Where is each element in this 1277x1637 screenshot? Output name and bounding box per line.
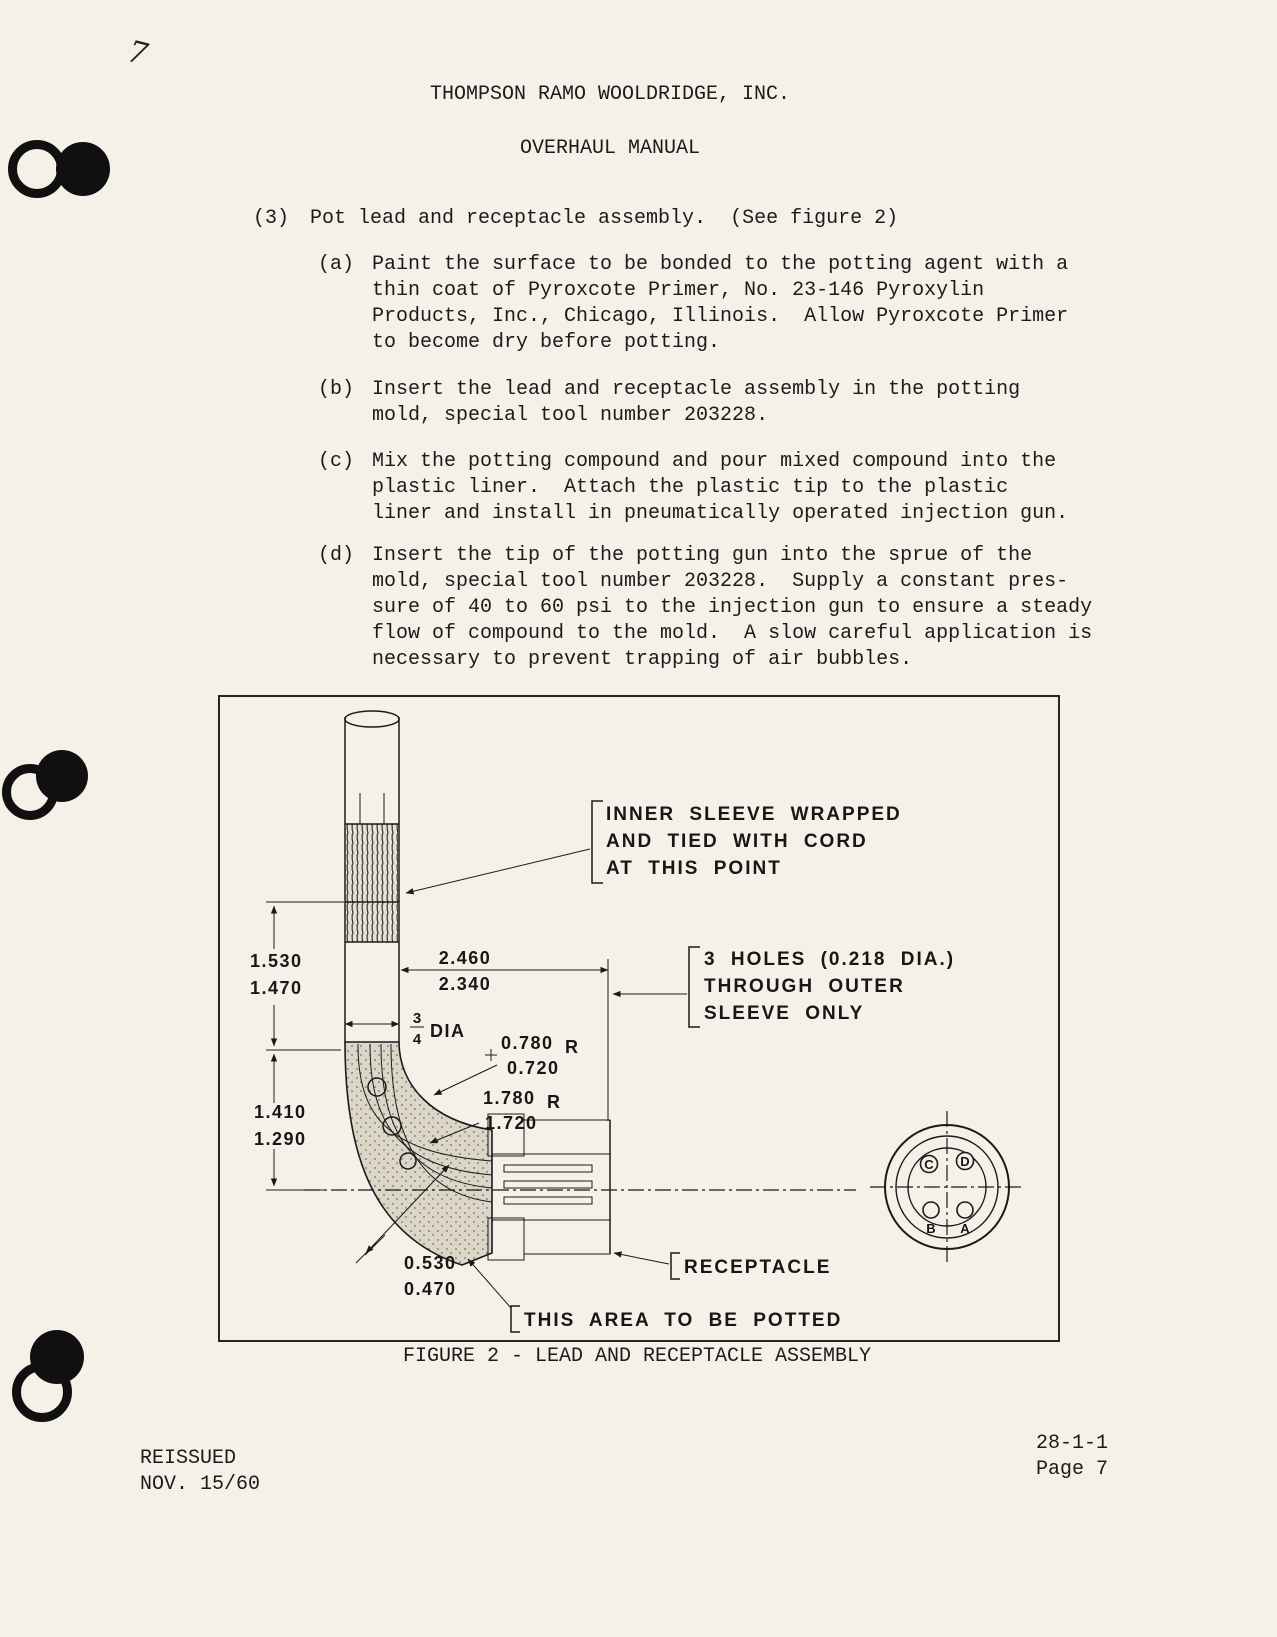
footer-page-number: 28-1-1 Page 7 bbox=[1036, 1432, 1109, 1481]
step-b-text: Insert the lead and receptacle assembly … bbox=[372, 378, 1021, 427]
section-title: Pot lead and receptacle assembly. (See f… bbox=[310, 207, 899, 230]
connector-face-view: C D B A bbox=[870, 1111, 1024, 1263]
figure-2-frame: C D B A 1.530 1.470 1.410 1.290 bbox=[218, 695, 1060, 1342]
pin-d-label: D bbox=[960, 1154, 969, 1169]
step-a-text: Paint the surface to be bonded to the po… bbox=[372, 253, 1069, 354]
pin-b-label: B bbox=[926, 1221, 935, 1236]
step-d-label: (d) bbox=[318, 544, 355, 567]
dim-1470: 1.470 bbox=[250, 978, 303, 998]
dim-2460: 2.460 bbox=[439, 948, 492, 968]
dim-0720: 0.720 bbox=[507, 1058, 560, 1078]
pin-c-hole bbox=[919, 1154, 939, 1174]
dim-1780-r: R bbox=[547, 1092, 562, 1112]
section-number: (3) bbox=[253, 207, 290, 230]
dim-left-lower: 1.410 1.290 bbox=[254, 1053, 324, 1191]
callout-receptacle: RECEPTACLE bbox=[613, 1251, 831, 1280]
contact-pin-1 bbox=[503, 1164, 593, 1173]
potted-area-label: THIS AREA TO BE POTTED bbox=[524, 1310, 842, 1331]
dim-1290: 1.290 bbox=[254, 1129, 307, 1149]
manual-title: OVERHAUL MANUAL bbox=[519, 137, 701, 160]
dia-numerator: 3 bbox=[413, 1010, 421, 1027]
contact-pin-3 bbox=[503, 1196, 593, 1205]
dim-2340: 2.340 bbox=[439, 974, 492, 994]
step-c-label: (c) bbox=[318, 450, 355, 473]
shell-hatch-bottom bbox=[523, 1219, 611, 1255]
dim-1410: 1.410 bbox=[254, 1102, 307, 1122]
inner-sleeve-line1: INNER SLEEVE WRAPPED bbox=[606, 804, 902, 825]
receptacle-label: RECEPTACLE bbox=[684, 1257, 831, 1278]
ink-blob-1 bbox=[56, 142, 110, 196]
inner-sleeve-line3: AT THIS POINT bbox=[606, 858, 782, 879]
step-d-text: Insert the tip of the potting gun into t… bbox=[372, 544, 1093, 671]
dim-1780: 1.780 bbox=[483, 1088, 536, 1108]
sleeve-hole-2 bbox=[382, 1116, 402, 1136]
pin-c-label: C bbox=[924, 1157, 934, 1172]
binder-hole-smudge-3 bbox=[12, 1362, 72, 1422]
pin-a-hole bbox=[956, 1201, 974, 1219]
dim-0780: 0.780 bbox=[501, 1033, 554, 1053]
holes-line2: THROUGH OUTER bbox=[704, 976, 905, 997]
callout-inner-sleeve: INNER SLEEVE WRAPPED AND TIED WITH CORD … bbox=[405, 800, 902, 895]
dia-denominator: 4 bbox=[413, 1031, 422, 1048]
sleeve-hole-1 bbox=[367, 1077, 387, 1097]
dia-label: DIA bbox=[430, 1021, 466, 1041]
footer-reissued: REISSUED NOV. 15/60 bbox=[140, 1447, 261, 1496]
dim-tube-diameter: 3 4 DIA bbox=[344, 1010, 466, 1048]
figure-caption: FIGURE 2 - LEAD AND RECEPTACLE ASSEMBLY bbox=[402, 1345, 872, 1368]
step-b-label: (b) bbox=[318, 378, 355, 401]
pin-b-hole bbox=[922, 1201, 940, 1219]
dim-0780-r: R bbox=[565, 1037, 580, 1057]
pin-a-label: A bbox=[960, 1221, 970, 1236]
dim-wall-thickness: 0.530 0.470 bbox=[355, 1164, 457, 1299]
ink-blob-2 bbox=[36, 750, 88, 802]
figure-2-drawing: C D B A 1.530 1.470 1.410 1.290 bbox=[250, 710, 1024, 1333]
dim-1530: 1.530 bbox=[250, 951, 303, 971]
receptacle-section bbox=[487, 1113, 611, 1261]
dim-overall-length: 2.460 2.340 bbox=[400, 948, 609, 1121]
dim-1720: 1.720 bbox=[485, 1113, 538, 1133]
elbow-boot bbox=[344, 1041, 493, 1266]
callout-potted-area: THIS AREA TO BE POTTED bbox=[467, 1258, 842, 1333]
coupling-knurl-bottom bbox=[487, 1217, 525, 1261]
dim-0470: 0.470 bbox=[404, 1279, 457, 1299]
wrapped-sleeve-texture bbox=[346, 824, 398, 942]
dim-radius-small: 0.780 R 0.720 bbox=[433, 1033, 580, 1096]
lead-tube bbox=[344, 710, 400, 1042]
dim-left-upper: 1.530 1.470 bbox=[250, 901, 344, 1051]
handwritten-mark: 7 bbox=[124, 34, 152, 73]
dim-0530: 0.530 bbox=[404, 1253, 457, 1273]
pin-d-hole bbox=[955, 1151, 975, 1171]
holes-line1: 3 HOLES (0.218 DIA.) bbox=[704, 949, 955, 970]
holes-line3: SLEEVE ONLY bbox=[704, 1003, 864, 1024]
contact-pin-2 bbox=[503, 1180, 593, 1189]
step-a-label: (a) bbox=[318, 253, 355, 276]
callout-three-holes: 3 HOLES (0.218 DIA.) THROUGH OUTER SLEEV… bbox=[612, 946, 955, 1028]
company-title: THOMPSON RAMO WOOLDRIDGE, INC. bbox=[429, 83, 791, 106]
step-c-text: Mix the potting compound and pour mixed … bbox=[372, 450, 1069, 525]
dim-radius-large: 1.780 R 1.720 bbox=[429, 1088, 562, 1144]
inner-sleeve-line2: AND TIED WITH CORD bbox=[606, 831, 868, 852]
